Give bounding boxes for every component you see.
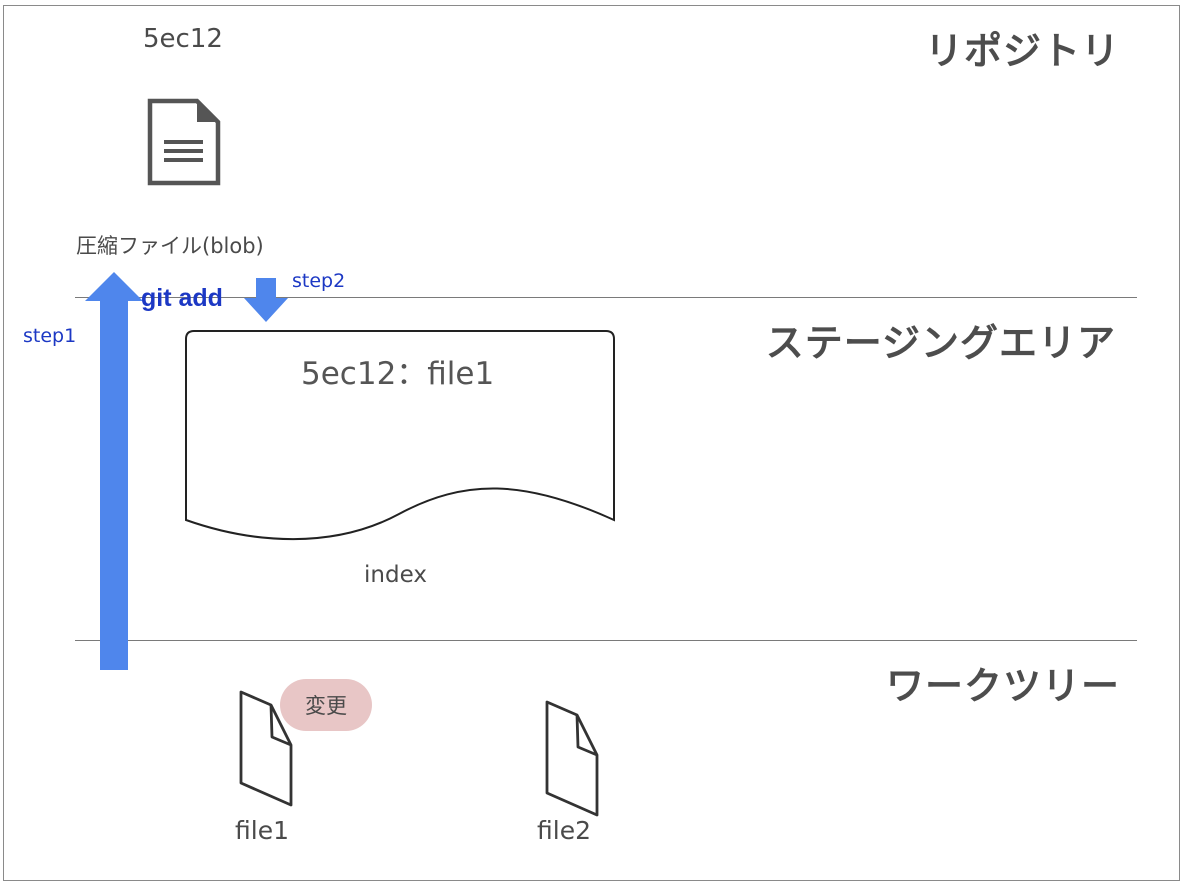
- section-label-worktree: ワークツリー: [885, 664, 1120, 708]
- diagram-frame: [3, 5, 1180, 881]
- file1-label: file1: [235, 816, 289, 845]
- blob-label: 圧縮ファイル(blob): [76, 234, 264, 258]
- document-icon: [147, 98, 221, 186]
- changed-badge: 変更: [280, 679, 372, 731]
- index-entry: 5ec12：file1: [301, 356, 495, 392]
- index-label: index: [364, 562, 427, 588]
- section-label-repository: リポジトリ: [924, 29, 1120, 73]
- file2-icon: [545, 700, 599, 817]
- divider-staging-worktree: [75, 640, 1137, 641]
- file1-icon: [239, 690, 293, 807]
- index-document-shape: [185, 330, 615, 541]
- step1-label: step1: [23, 325, 77, 347]
- divider-repository-staging: [75, 297, 1137, 298]
- section-label-staging: ステージングエリア: [765, 321, 1116, 365]
- git-add-command: git add: [141, 284, 223, 312]
- step1-arrow: [85, 272, 143, 670]
- file2-label: file2: [537, 816, 591, 845]
- repository-hash: 5ec12: [143, 24, 223, 54]
- step2-arrow: [244, 278, 288, 322]
- step2-label: step2: [292, 270, 346, 292]
